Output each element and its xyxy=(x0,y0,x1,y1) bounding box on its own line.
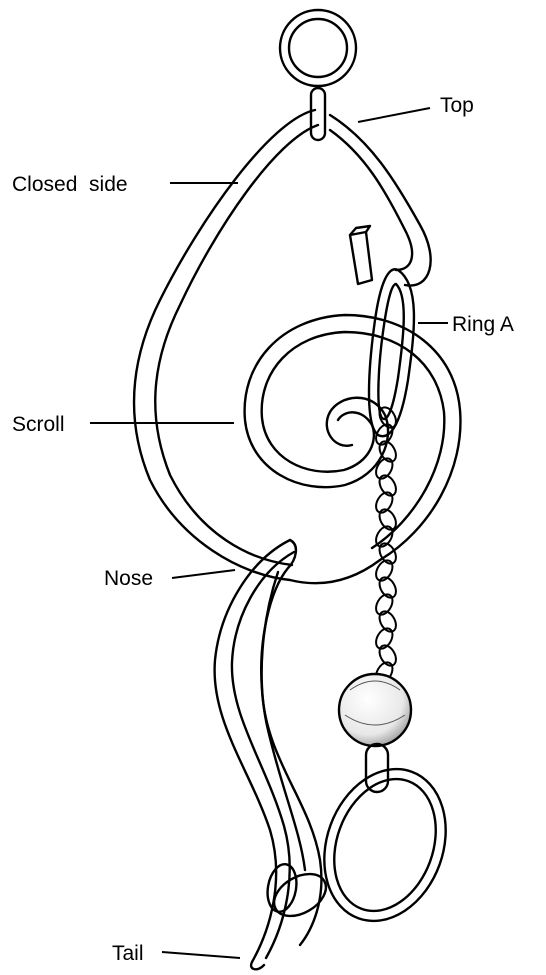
chain-link xyxy=(373,489,396,515)
chain-link xyxy=(373,591,396,617)
wire-stub xyxy=(350,226,372,284)
chain-link xyxy=(376,540,399,566)
bead xyxy=(339,674,411,746)
bottom-oval-ring xyxy=(304,752,466,938)
chain-link xyxy=(376,574,399,600)
top-link xyxy=(311,88,325,140)
chain-link xyxy=(376,642,399,668)
tail-leader xyxy=(162,952,240,958)
chain-link xyxy=(373,421,396,447)
main-frame xyxy=(134,110,431,583)
chain-link xyxy=(373,625,396,651)
chain-link xyxy=(376,608,399,634)
top-ring xyxy=(280,10,356,86)
top-leader xyxy=(358,108,430,122)
chain-link xyxy=(373,455,396,481)
chain-link xyxy=(376,472,399,498)
label-ring-a: Ring A xyxy=(452,313,514,336)
label-scroll: Scroll xyxy=(12,413,65,436)
nose-tail-wires xyxy=(215,540,322,969)
nose-leader xyxy=(172,570,235,578)
label-closed-side: Closed side xyxy=(12,173,128,196)
label-top: Top xyxy=(440,94,474,117)
label-tail: Tail xyxy=(112,942,144,965)
label-nose: Nose xyxy=(104,567,153,590)
scroll-spiral xyxy=(245,315,461,560)
